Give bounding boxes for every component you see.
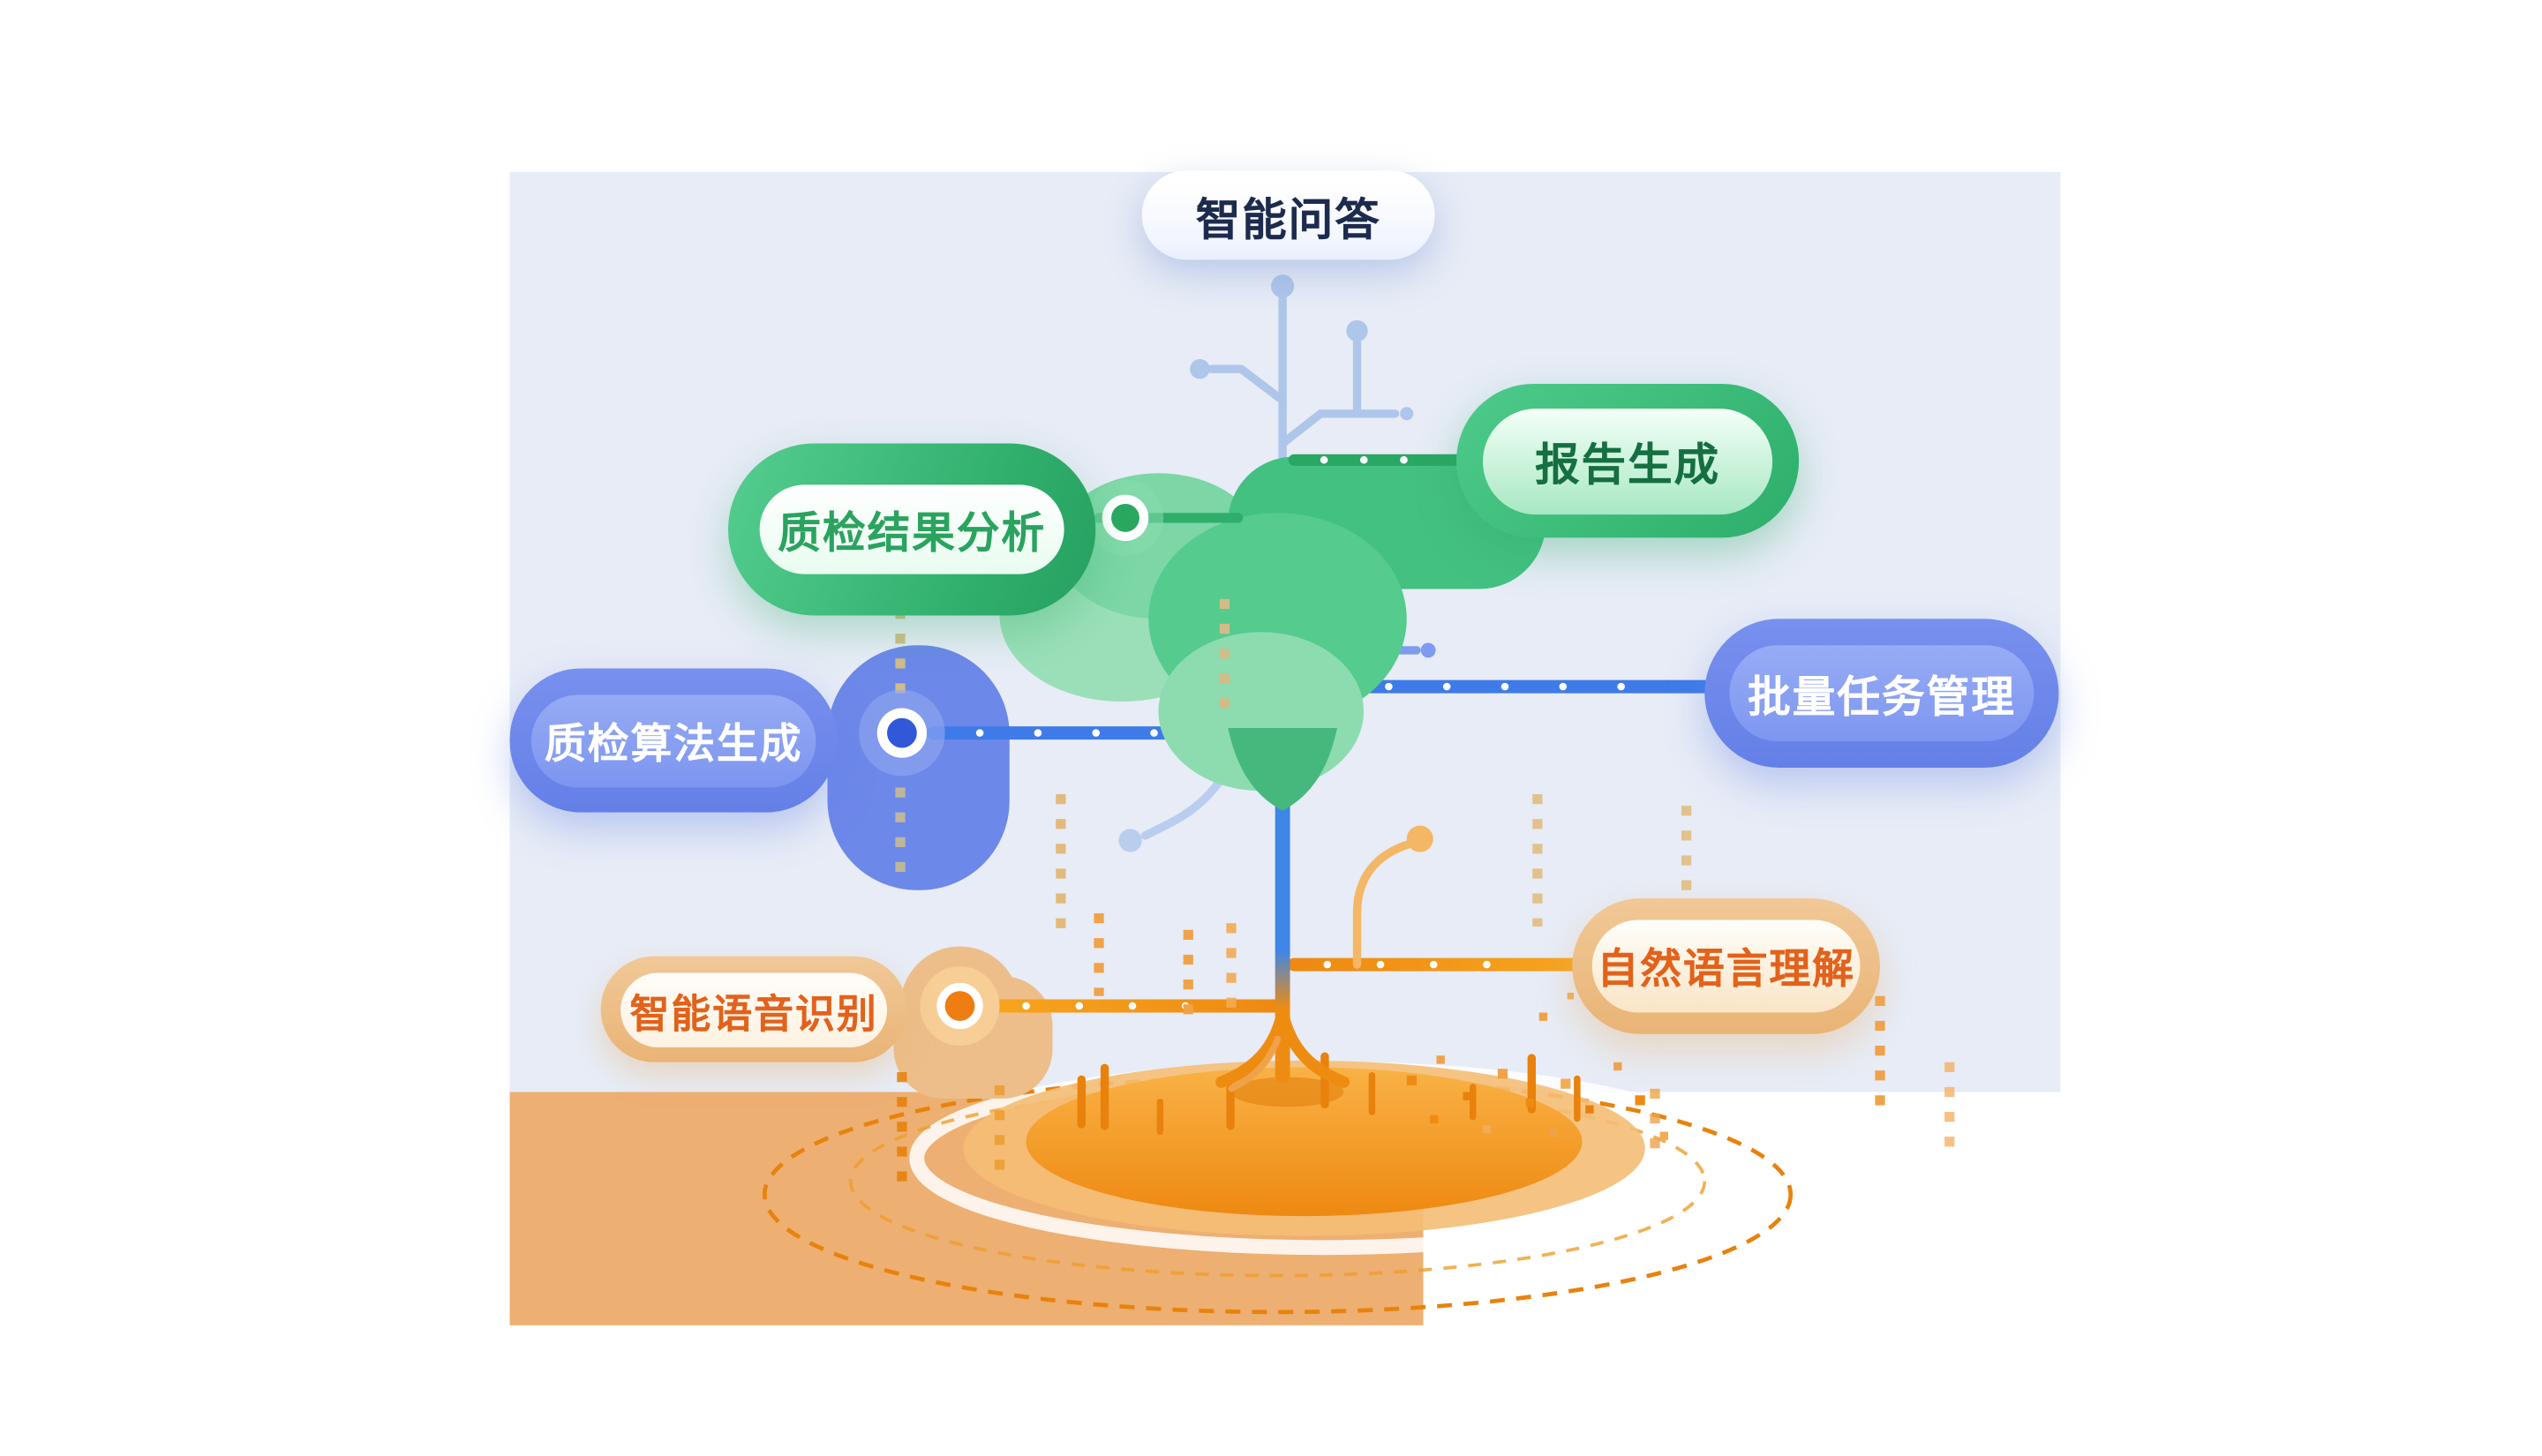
node-asr: 智能语音识别	[600, 956, 907, 1062]
node-analysis-inner: 质检结果分析	[759, 484, 1064, 574]
dashed-dot-columns	[895, 598, 1955, 1185]
node-batch-label: 批量任务管理	[1747, 671, 2016, 721]
node-analysis-label: 质检结果分析	[778, 507, 1046, 557]
node-qa-label: 智能问答	[1195, 194, 1381, 244]
node-target-blue	[859, 689, 945, 777]
node-target-orange	[920, 966, 1000, 1046]
node-target-green	[1087, 479, 1164, 556]
node-algorithm: 质检算法生成	[509, 668, 838, 813]
node-report-inner: 报告生成	[1483, 408, 1773, 514]
node-qa: 智能问答	[1141, 170, 1435, 260]
top-circuit	[1207, 293, 1400, 498]
node-report-label: 报告生成	[1535, 439, 1721, 490]
node-report: 报告生成	[1456, 384, 1800, 538]
node-algorithm-inner: 质检算法生成	[530, 694, 816, 787]
node-batch: 批量任务管理	[1704, 619, 2059, 768]
foliage	[999, 456, 1546, 811]
node-nlu-inner: 自然语言理解	[1591, 919, 1861, 1013]
node-asr-label: 智能语音识别	[629, 992, 878, 1037]
ground-mound	[963, 1060, 1645, 1236]
confetti-dots	[1406, 993, 1668, 1140]
node-asr-inner: 智能语音识别	[620, 972, 887, 1047]
node-nlu-label: 自然语言理解	[1597, 946, 1855, 994]
node-analysis: 质检结果分析	[728, 443, 1096, 616]
top-circuit-dots	[1190, 274, 1414, 421]
mound-sprouts	[1077, 1052, 1581, 1136]
node-nlu: 自然语言理解	[1572, 898, 1880, 1034]
node-batch-inner: 批量任务管理	[1729, 645, 2034, 741]
orange-branch	[1352, 839, 1415, 969]
node-algorithm-label: 质检算法生成	[544, 720, 803, 768]
